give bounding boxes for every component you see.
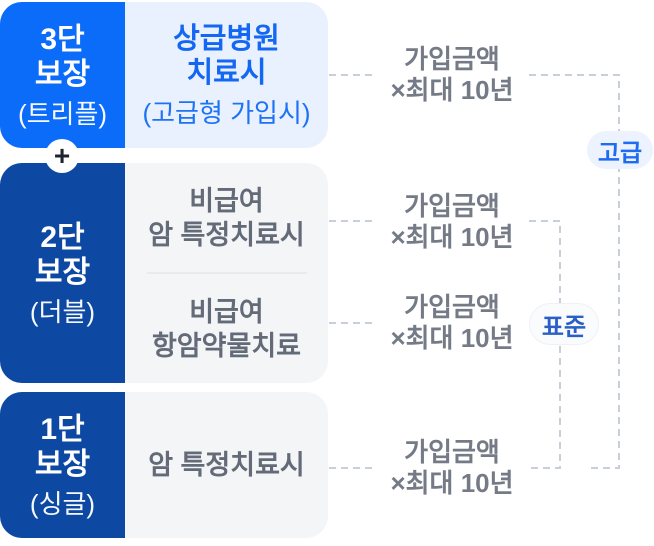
badge-standard: 표준 xyxy=(530,304,598,344)
amount-label-tier2-bottom-line2: ×최대 10년 xyxy=(390,323,514,353)
amount-label-tier3-line2: ×최대 10년 xyxy=(390,75,514,105)
tier3-line1: 3단 xyxy=(40,22,85,56)
tier2-subtitle: (더블) xyxy=(29,296,96,327)
badge-premium: 고급 xyxy=(587,131,653,169)
connector-premium-bracket xyxy=(529,74,620,469)
plus-icon: + xyxy=(45,139,79,173)
tier2-benefit-top-line2: 암 특정치료시 xyxy=(148,219,305,250)
tier3-subtitle: (트리플) xyxy=(17,98,108,129)
premium-benefit-note: (고급형 가입시) xyxy=(142,98,311,128)
amount-label-tier3-line1: 가입금액 xyxy=(404,44,500,74)
tier2-line2: 보장 xyxy=(34,255,91,289)
tier2-row: 2단 보장 (더블) 비급여 암 특정치료시 비급여 항암약물치료 xyxy=(0,163,328,383)
amount-label-tier2-top: 가입금액 ×최대 10년 xyxy=(372,191,532,253)
amount-label-tier1: 가입금액 ×최대 10년 xyxy=(372,437,532,499)
tier1-line1: 1단 xyxy=(40,412,85,446)
amount-label-tier3: 가입금액 ×최대 10년 xyxy=(372,44,532,106)
tier2-benefit-bottom: 비급여 항암약물치료 xyxy=(152,274,301,383)
tier3-label-block: 3단 보장 (트리플) xyxy=(0,2,125,148)
tier2-benefit-panel: 비급여 암 특정치료시 비급여 항암약물치료 xyxy=(125,163,328,383)
amount-label-tier2-top-line1: 가입금액 xyxy=(404,191,500,221)
tier1-label-block: 1단 보장 (싱글) xyxy=(0,392,125,538)
tier1-benefit-text: 암 특정치료시 xyxy=(148,450,305,480)
tier2-label-block: 2단 보장 (더블) xyxy=(0,163,125,383)
tier3-line2: 보장 xyxy=(34,57,91,91)
panel-divider xyxy=(146,272,307,274)
amount-label-tier2-bottom: 가입금액 ×최대 10년 xyxy=(372,292,532,354)
amount-label-tier1-line2: ×최대 10년 xyxy=(390,468,514,498)
tier2-benefit-bottom-line2: 항암약물치료 xyxy=(151,330,302,361)
amount-label-tier1-line1: 가입금액 xyxy=(404,437,500,467)
amount-label-tier2-top-line2: ×최대 10년 xyxy=(390,222,514,252)
connector-standard-bracket xyxy=(529,220,561,469)
tier3-row: 3단 보장 (트리플) 상급병원 치료시 (고급형 가입시) xyxy=(0,2,328,148)
tier2-benefit-top-line1: 비급여 xyxy=(189,185,264,216)
tier3-benefit-panel: 상급병원 치료시 (고급형 가입시) xyxy=(125,2,328,148)
tier1-line2: 보장 xyxy=(34,447,91,481)
amount-label-tier2-bottom-line1: 가입금액 xyxy=(404,292,500,322)
tier2-benefit-bottom-line1: 비급여 xyxy=(189,296,264,327)
tier1-subtitle: (싱글) xyxy=(29,488,96,519)
premium-benefit-line1: 상급병원 xyxy=(173,23,280,55)
tier2-line1: 2단 xyxy=(40,220,85,254)
tier2-benefit-top: 비급여 암 특정치료시 xyxy=(148,163,305,272)
premium-benefit-line2: 치료시 xyxy=(186,57,267,89)
tier1-row: 1단 보장 (싱글) 암 특정치료시 xyxy=(0,392,328,538)
tier1-benefit-panel: 암 특정치료시 xyxy=(125,392,328,538)
